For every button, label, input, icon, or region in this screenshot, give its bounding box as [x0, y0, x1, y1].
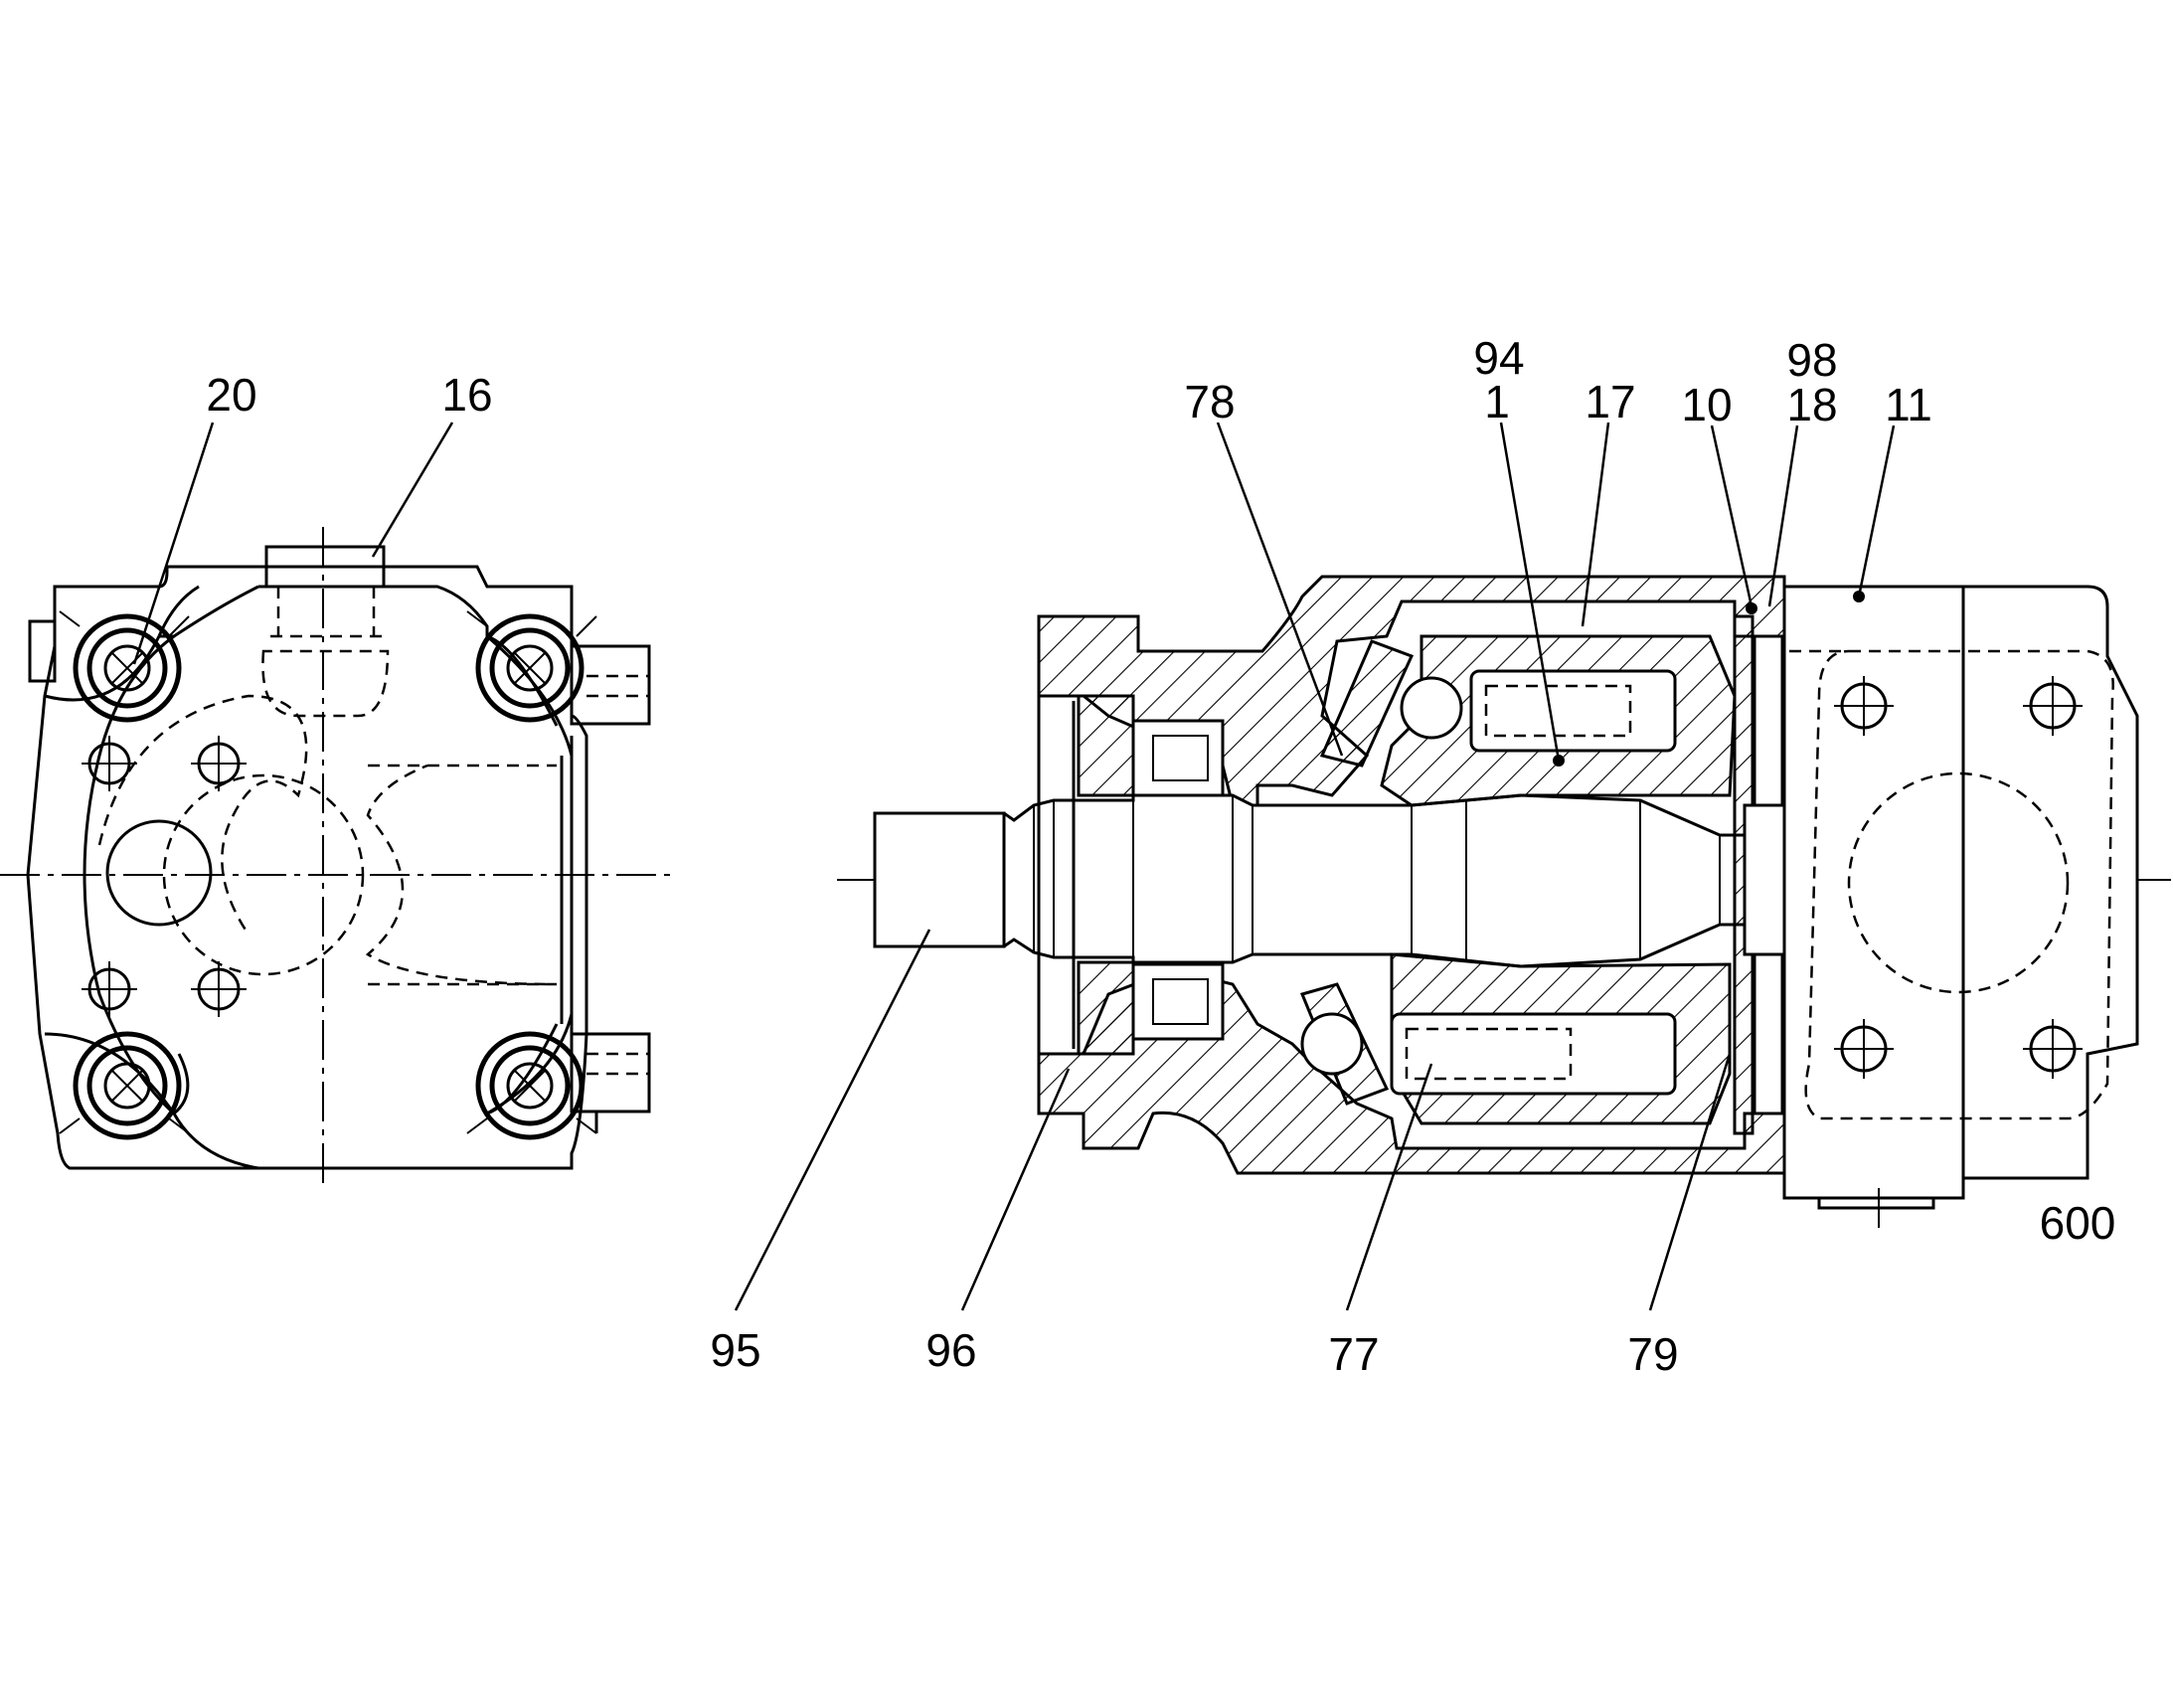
callout-79: 79 — [1627, 1328, 1678, 1380]
callout-labels: 20 16 78 94 1 17 10 98 18 11 600 95 96 7… — [206, 332, 2115, 1380]
section-view — [837, 575, 2173, 1233]
end-view-hidden-kidney-left — [97, 694, 308, 936]
leader-dot-11 — [1853, 591, 1865, 602]
callout-78: 78 — [1184, 376, 1235, 427]
callout-95: 95 — [710, 1324, 760, 1376]
callout-18: 18 — [1786, 379, 1837, 430]
end-view-hidden-bore-circle — [162, 773, 365, 976]
leader-20 — [132, 422, 215, 665]
callout-1: 1 — [1484, 376, 1510, 427]
leader-77 — [1345, 1063, 1433, 1311]
bolt-top-left — [59, 610, 190, 723]
section-housing-hatched-lower — [1037, 967, 1786, 1175]
end-view-shaft-bore — [105, 819, 213, 927]
leader-1 — [1499, 422, 1561, 762]
end-view-top-port-hidden — [261, 587, 390, 718]
rear-cover-hidden-bore — [1847, 771, 2070, 994]
leader-11 — [1857, 425, 1896, 598]
drive-shaft-steps — [1033, 795, 1721, 962]
leader-96 — [960, 1068, 1071, 1311]
shaft-seal-lower — [1077, 960, 1135, 1056]
leader-dot-1 — [1553, 755, 1565, 767]
callout-17: 17 — [1585, 376, 1635, 427]
leader-10 — [1710, 425, 1754, 607]
callout-11: 11 — [1885, 379, 1932, 430]
rear-cover-foot — [1817, 1196, 1935, 1210]
leader-dot-10 — [1746, 602, 1757, 614]
piston-lower — [1300, 1012, 1677, 1096]
end-view-right-boss-upper — [570, 644, 651, 726]
end-view-mounting-bolts — [59, 610, 597, 1140]
callout-96: 96 — [925, 1324, 976, 1376]
bolt-bottom-left — [59, 1031, 190, 1140]
leader-18 — [1767, 425, 1799, 607]
callout-16: 16 — [441, 369, 492, 421]
end-view-inner-lobe — [157, 585, 559, 1170]
leader-17 — [1581, 422, 1610, 627]
end-view — [0, 527, 676, 1188]
front-bearing-lower — [1131, 962, 1225, 1041]
callout-20: 20 — [206, 369, 256, 421]
end-view-top-port-boss — [264, 545, 386, 589]
drive-shaft — [873, 793, 1821, 968]
callout-600: 600 — [2040, 1197, 2116, 1249]
end-view-housing-outline — [26, 565, 588, 1170]
front-flange-edges — [1037, 696, 1076, 1054]
front-bearing-upper — [1131, 719, 1225, 797]
leader-16 — [371, 422, 454, 558]
shaft-stub — [873, 811, 1006, 948]
front-bearing-rollers — [1152, 735, 1209, 1025]
end-view-hidden-kidney-right — [365, 764, 558, 986]
rear-cover-hidden-outline — [1789, 649, 2114, 1120]
bolt-top-right — [466, 610, 597, 723]
bolt-bottom-right — [466, 1031, 597, 1140]
rear-cover-holes — [1834, 676, 2083, 1079]
callout-94: 94 — [1473, 332, 1524, 384]
leader-79 — [1648, 1053, 1732, 1311]
end-view-left-tab — [28, 619, 57, 683]
callout-10: 10 — [1681, 379, 1732, 430]
shaft-seal-upper — [1077, 694, 1135, 797]
piston-upper — [1400, 669, 1677, 753]
rear-cover — [1782, 585, 2139, 1200]
swash-plate-upper — [1319, 639, 1415, 768]
end-view-small-holes — [82, 736, 247, 1017]
leader-95 — [734, 929, 931, 1311]
end-view-right-port-hidden — [586, 674, 649, 1076]
callout-98: 98 — [1786, 334, 1837, 386]
leader-lines — [132, 422, 1896, 1311]
callout-77: 77 — [1328, 1328, 1379, 1380]
leader-78 — [1216, 422, 1344, 757]
